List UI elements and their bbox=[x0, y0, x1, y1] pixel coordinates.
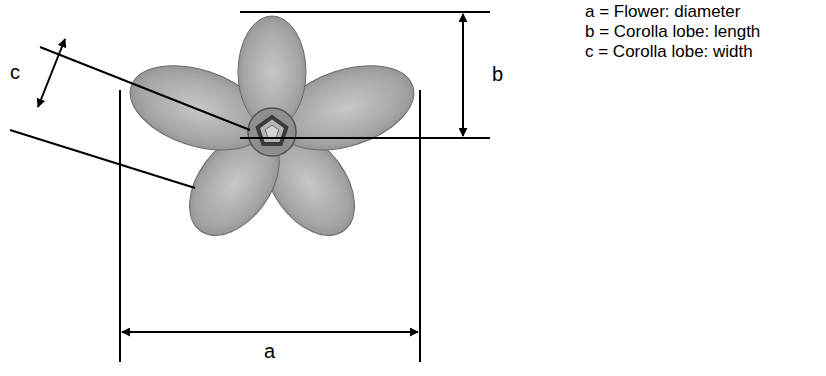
extension-line bbox=[240, 137, 490, 139]
petals bbox=[119, 16, 424, 252]
extension-line bbox=[10, 130, 195, 188]
extension-line bbox=[419, 90, 421, 362]
dimension-arrow bbox=[462, 14, 464, 136]
legend-text: b = Corolla lobe: length bbox=[585, 22, 760, 42]
flower-centre bbox=[248, 108, 296, 156]
dimension-arrow bbox=[38, 39, 65, 107]
extension-line bbox=[240, 11, 490, 13]
corolla-throat-inner bbox=[265, 125, 278, 138]
legend-text: c = Corolla lobe: width bbox=[585, 42, 753, 62]
extension-line bbox=[119, 90, 121, 362]
corolla-throat bbox=[258, 117, 287, 144]
dimension-letter: b bbox=[492, 64, 503, 84]
dimension-letter: c bbox=[10, 62, 20, 82]
extension-line bbox=[40, 47, 250, 130]
dimension-letter: a bbox=[264, 341, 275, 361]
dimension-arrow bbox=[122, 331, 418, 333]
legend-text: a = Flower: diameter bbox=[585, 2, 740, 22]
dimension-lines bbox=[10, 12, 490, 362]
